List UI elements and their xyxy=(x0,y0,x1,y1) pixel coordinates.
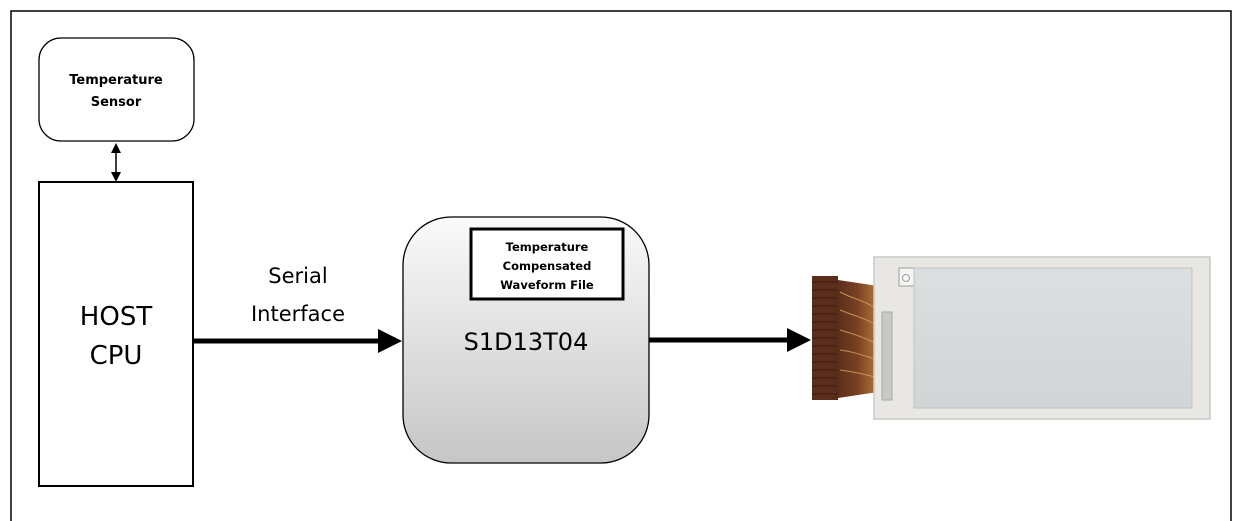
temperature-sensor-label-line2: Sensor xyxy=(91,95,142,110)
sensor-host-link xyxy=(111,143,121,182)
temperature-sensor-label-line1: Temperature xyxy=(69,73,163,88)
controller-label: S1D13T04 xyxy=(464,328,589,356)
host-cpu-block: HOST CPU xyxy=(38,181,194,487)
waveform-file-label-line3: Waveform File xyxy=(500,278,594,292)
waveform-file-label-line2: Compensated xyxy=(503,259,592,273)
host-cpu-label-line1: HOST xyxy=(80,302,153,332)
controller-display-arrow xyxy=(649,328,811,352)
waveform-file-label-line1: Temperature xyxy=(506,240,589,254)
epaper-display-image xyxy=(812,256,1211,420)
host-cpu-label-line2: CPU xyxy=(90,341,143,371)
serial-interface-label-line2: Interface xyxy=(251,302,345,326)
s1d13t04-controller-block: Temperature Compensated Waveform File S1… xyxy=(402,216,650,464)
serial-interface-arrow xyxy=(193,329,402,353)
serial-interface-label-line1: Serial xyxy=(268,264,327,288)
waveform-file-box xyxy=(469,227,625,301)
temperature-sensor-block: Temperature Sensor xyxy=(38,37,195,142)
